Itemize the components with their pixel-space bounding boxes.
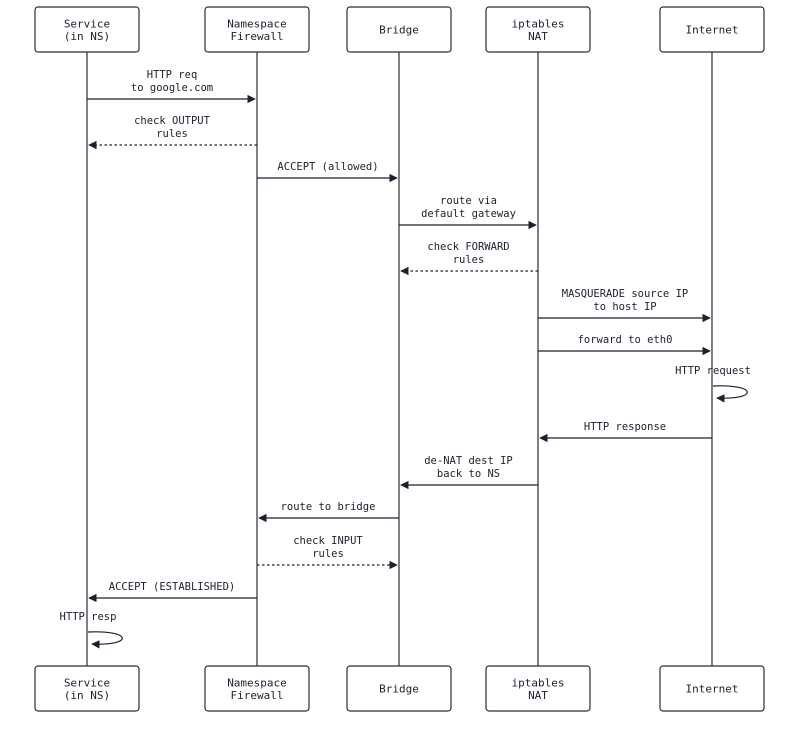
message-label: back to NS xyxy=(437,468,500,480)
message-label: de-NAT dest IP xyxy=(424,455,513,467)
self-loop-arrow xyxy=(87,631,123,649)
participant-frame xyxy=(346,6,452,53)
participant-frame xyxy=(485,6,591,53)
message-label: check FORWARD xyxy=(427,241,509,253)
message-label: rules xyxy=(312,548,344,560)
message-13: ACCEPT (ESTABLISHED) xyxy=(88,581,257,603)
participant-label: Internet xyxy=(686,683,739,696)
participant-box-internet: Internet xyxy=(659,665,765,712)
message-label: ACCEPT (ESTABLISHED) xyxy=(109,581,235,593)
participant-box-service: Service(in NS) xyxy=(34,665,140,712)
message-label: to google.com xyxy=(131,82,213,94)
message-8: HTTP request xyxy=(675,365,751,403)
participant-label: (in NS) xyxy=(64,689,110,702)
participant-frame xyxy=(34,665,140,712)
participant-label: iptables xyxy=(512,17,565,30)
message-label: HTTP request xyxy=(675,365,751,377)
participant-label: Service xyxy=(64,17,110,30)
message-label: check OUTPUT xyxy=(134,115,211,127)
message-label: check INPUT xyxy=(293,535,363,547)
participant-label: (in NS) xyxy=(64,30,110,43)
participant-label: NAT xyxy=(528,30,548,43)
self-loop-arrow xyxy=(712,385,748,403)
participant-label: Namespace xyxy=(227,676,287,689)
message-label: forward to eth0 xyxy=(578,334,673,346)
participant-label: iptables xyxy=(512,676,565,689)
message-label: HTTP response xyxy=(584,421,666,433)
message-label: to host IP xyxy=(593,301,656,313)
message-label: route to bridge xyxy=(281,501,376,513)
message-label: rules xyxy=(156,128,188,140)
participant-label: NAT xyxy=(528,689,548,702)
message-label: default gateway xyxy=(421,208,516,220)
participant-frame xyxy=(485,665,591,712)
message-label: rules xyxy=(453,254,485,266)
message-9: HTTP response xyxy=(539,421,712,443)
message-label: ACCEPT (allowed) xyxy=(277,161,378,173)
participant-frame xyxy=(659,665,765,712)
participant-label: Internet xyxy=(686,24,739,37)
participant-label: Firewall xyxy=(231,689,284,702)
message-label: MASQUERADE source IP xyxy=(562,288,688,300)
message-14: HTTP resp xyxy=(60,611,123,649)
message-7: forward to eth0 xyxy=(538,334,711,356)
participant-box-bridge: Bridge xyxy=(346,6,452,53)
message-3: ACCEPT (allowed) xyxy=(257,161,398,183)
participant-box-bridge: Bridge xyxy=(346,665,452,712)
message-11: route to bridge xyxy=(258,501,399,523)
participant-frame xyxy=(659,6,765,53)
participant-label: Namespace xyxy=(227,17,287,30)
participant-box-service: Service(in NS) xyxy=(34,6,140,53)
participant-frame xyxy=(204,665,310,712)
participant-label: Firewall xyxy=(231,30,284,43)
message-label: HTTP resp xyxy=(60,611,117,623)
participant-frame xyxy=(346,665,452,712)
participant-box-internet: Internet xyxy=(659,6,765,53)
participant-label: Service xyxy=(64,676,110,689)
participant-label: Bridge xyxy=(379,24,419,37)
message-label: route via xyxy=(440,195,497,207)
participant-frame xyxy=(34,6,140,53)
message-label: HTTP req xyxy=(147,69,198,81)
participant-frame xyxy=(204,6,310,53)
participant-label: Bridge xyxy=(379,683,419,696)
